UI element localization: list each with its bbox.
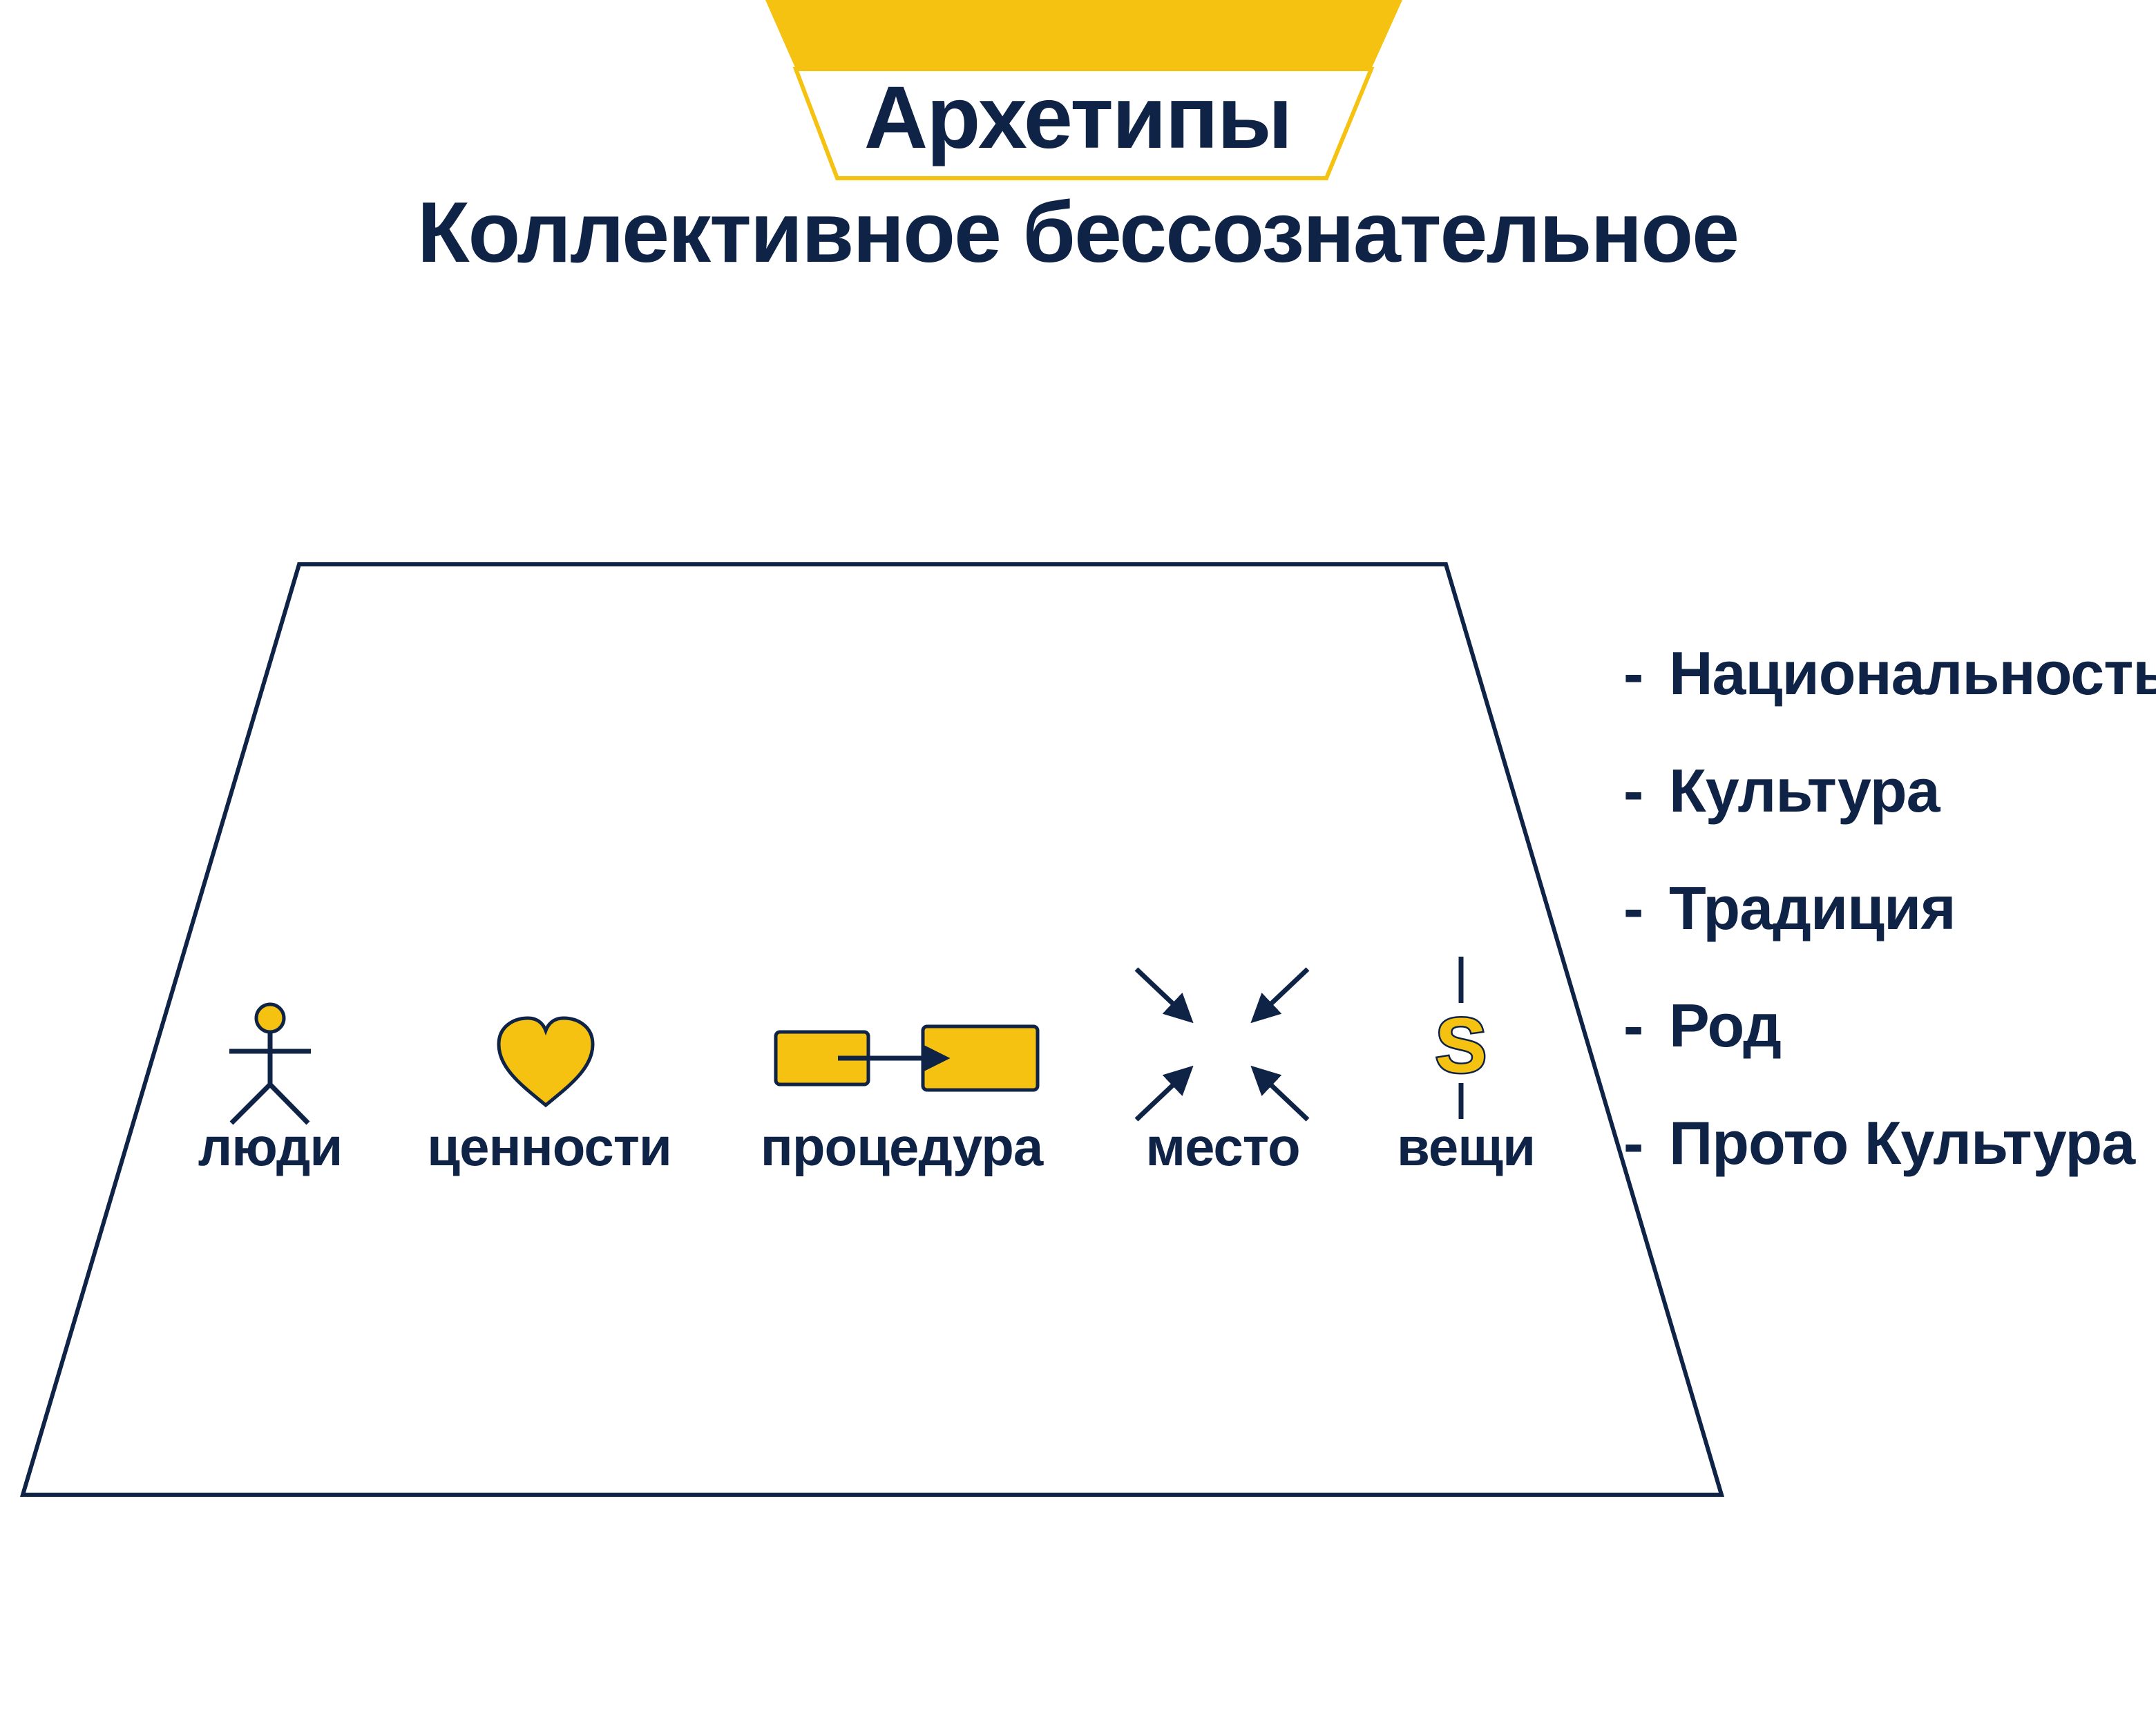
list-item: -Прото Культура — [1623, 1109, 2135, 1177]
category-label-values: ценности — [427, 1116, 672, 1177]
levels-list: -Национальность -Культура -Традиция -Род… — [1623, 625, 2156, 1212]
page-subtitle: Коллективное бессознательное — [417, 185, 1739, 280]
trapezoid-frame — [19, 562, 1725, 1497]
procedure-flow-icon — [774, 1024, 1040, 1092]
category-label-things: вещи — [1396, 1116, 1536, 1177]
banner-band — [765, 0, 1402, 69]
banner-trapezoid-outline — [792, 67, 1375, 180]
heart-icon — [497, 1016, 595, 1108]
title-banner — [765, 0, 1402, 180]
svg-text:S: S — [1435, 1002, 1487, 1089]
category-label-people: люди — [198, 1116, 343, 1177]
converging-arrows-icon — [1134, 967, 1310, 1122]
person-icon — [229, 1002, 311, 1125]
list-item: -Традиция — [1623, 874, 1956, 942]
list-item: -Национальность — [1623, 639, 2156, 707]
dollar-icon: S — [1433, 957, 1489, 1119]
category-label-place: место — [1145, 1116, 1300, 1177]
list-item: -Род — [1623, 991, 1782, 1060]
page-title: Архетипы — [864, 68, 1292, 167]
list-item: -Культура — [1623, 756, 1940, 825]
category-label-procedure: процедура — [760, 1116, 1044, 1177]
